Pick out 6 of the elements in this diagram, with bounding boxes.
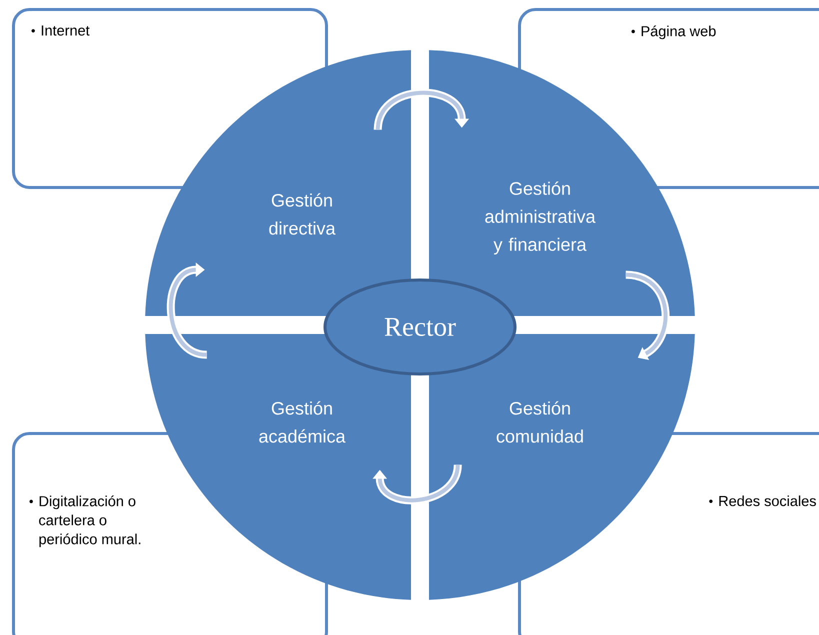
quadrant-sector: Gestión administrativa y financiera: [429, 50, 695, 316]
curved-arrow: [374, 88, 470, 130]
quadrant-sector: Gestión directiva: [145, 50, 411, 316]
curved-arrow: [167, 262, 208, 359]
curved-arrow: [625, 270, 670, 360]
curved-arrow: [372, 464, 462, 504]
